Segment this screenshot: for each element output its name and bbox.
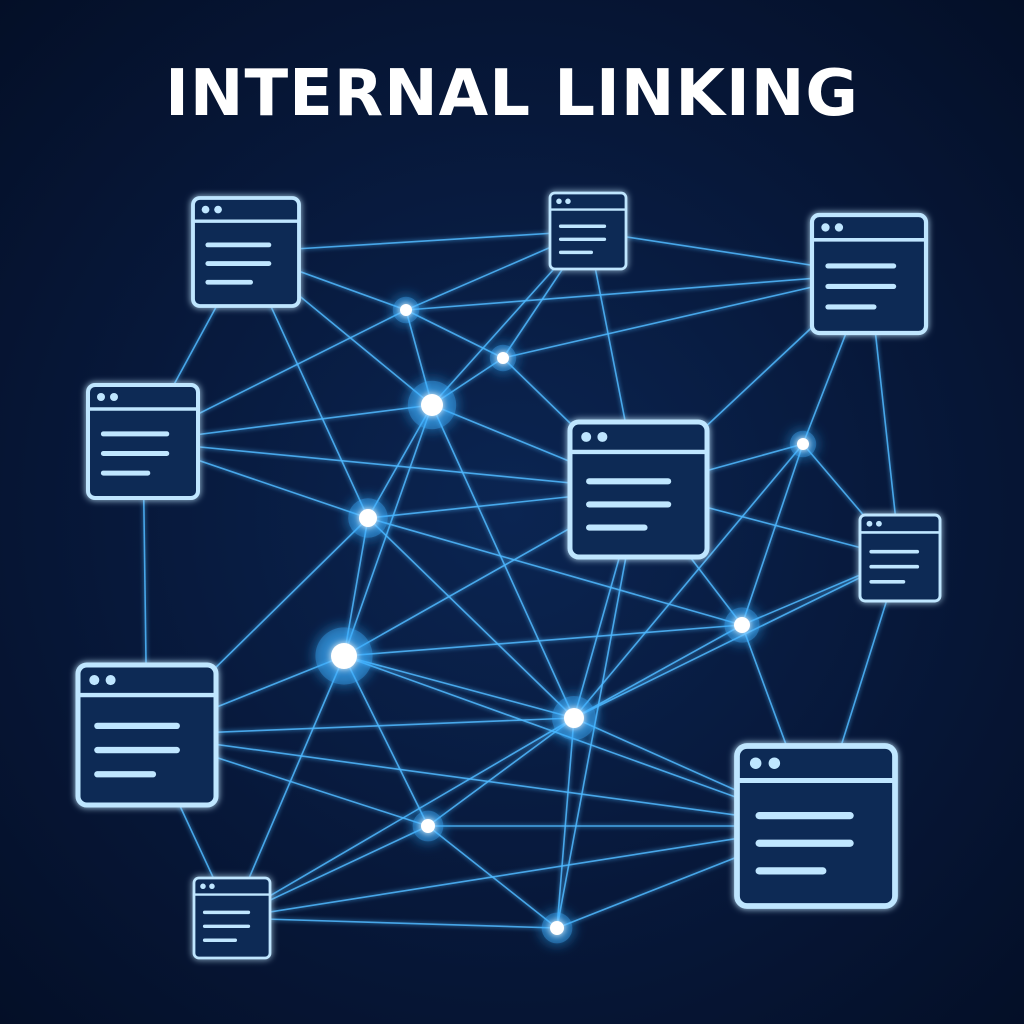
link-edge <box>343 624 743 657</box>
link-edge <box>556 717 575 929</box>
diagram-title: INTERNAL LINKING <box>165 57 859 131</box>
web-page-icon <box>734 743 898 909</box>
web-page-icon <box>192 876 272 960</box>
link-edge <box>245 230 589 253</box>
web-page-icon <box>567 419 710 560</box>
link-edge <box>431 404 575 719</box>
web-page-icon <box>809 212 929 336</box>
web-page-icon <box>191 196 301 308</box>
glowing-node-icon <box>541 912 573 944</box>
link-edge <box>231 825 817 919</box>
glowing-node-icon <box>392 296 420 324</box>
link-edge <box>231 655 345 919</box>
glowing-node-icon <box>724 607 760 643</box>
web-page-icon <box>86 383 200 500</box>
link-edge <box>427 717 575 827</box>
link-edge <box>343 655 575 719</box>
web-page-icon <box>858 513 942 603</box>
glowing-node-icon <box>407 380 457 430</box>
web-page-icon <box>548 191 628 271</box>
link-edge <box>556 489 640 929</box>
link-edge <box>367 517 575 719</box>
link-edge <box>142 440 639 491</box>
link-edge <box>343 655 429 827</box>
link-edge <box>573 624 743 719</box>
glowing-node-icon <box>348 498 388 538</box>
glowing-node-icon <box>789 430 817 458</box>
link-edge <box>405 273 870 311</box>
link-edge <box>146 734 817 827</box>
link-nodes <box>315 296 817 944</box>
link-edge <box>343 404 433 657</box>
link-edge <box>502 273 870 359</box>
link-edge <box>405 309 504 359</box>
glowing-node-icon <box>315 627 373 685</box>
glowing-node-icon <box>412 810 444 842</box>
link-edge <box>231 917 558 929</box>
link-edge <box>741 443 804 626</box>
link-edge <box>573 443 804 719</box>
glowing-node-icon <box>552 696 596 740</box>
web-pages <box>75 191 942 960</box>
glowing-node-icon <box>489 344 517 372</box>
web-page-icon <box>75 662 219 808</box>
link-edge <box>367 517 743 626</box>
